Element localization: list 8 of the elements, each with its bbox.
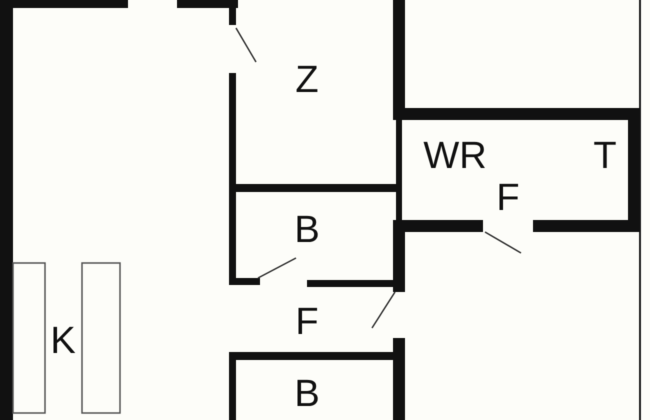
room-label: B (294, 375, 320, 413)
room-label: Z (295, 61, 319, 99)
room-label: WR (423, 137, 487, 175)
room-label: F (295, 303, 319, 341)
room-label: T (593, 137, 617, 175)
room-label: F (496, 179, 520, 217)
room-label: K (50, 322, 76, 360)
room-label: B (294, 211, 320, 249)
